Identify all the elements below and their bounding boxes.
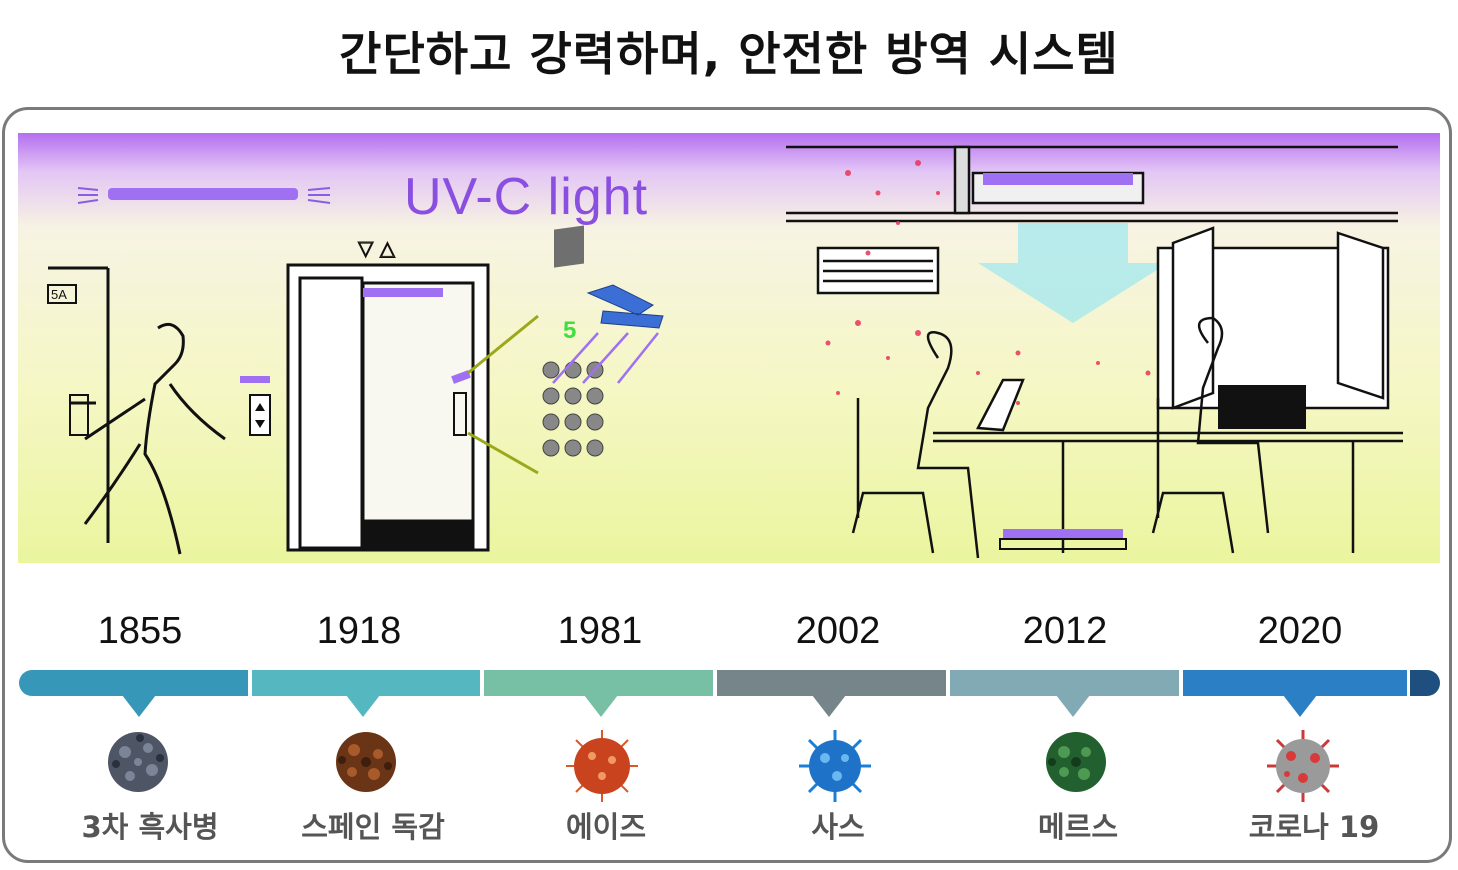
svg-text:▽ △: ▽ △ [358,236,396,260]
walking-person [83,322,226,555]
door-number: 5A [51,287,67,302]
gray-virus-icon [108,732,168,792]
uv-c-label: UV-C light [404,168,649,226]
disease-label-1981: 에이즈 [565,810,647,844]
window [1156,226,1390,410]
floor-number: 5 [563,317,576,344]
disease-label-1918: 스페인 독감 [301,810,445,844]
year-1918: 1918 [316,610,402,652]
timeline-pointer [346,695,380,717]
year-2002: 2002 [795,610,881,652]
blue-virus-icon [799,730,871,802]
elevator: ▽ △ [286,236,490,552]
disease-label-2012: 메르스 [1037,810,1119,844]
panel-uv-lamp [451,370,471,384]
year-2020: 2020 [1257,610,1343,652]
timeline-segment-1918 [252,670,480,696]
timeline-pointer [1283,695,1317,717]
timeline-pointer [584,695,618,717]
timeline-pointer [1056,695,1090,717]
office-desk [851,316,1403,559]
timeline-end-cap [1410,670,1440,696]
red-virus-icon [1267,730,1339,802]
timeline-segment-2002 [717,670,946,696]
office-ceiling [786,145,1398,295]
timeline-segment-2012 [950,670,1179,696]
uv-illustration: 5A ▽ △ 5 [18,133,1440,563]
timeline-pointer [122,695,156,717]
green-virus-icon [1046,732,1106,792]
laptop [1218,385,1306,429]
disease-label-2020: 코로나 19 [1248,810,1380,844]
scene-drawing: 5A ▽ △ 5 [47,145,1403,559]
year-1855: 1855 [97,610,183,652]
disease-label-2002: 사스 [811,810,865,844]
page-title: 간단하고 강력하며, 안전한 방역 시스템 [339,27,1119,81]
timeline-pointer [812,695,846,717]
timeline-segment-1855 [19,670,248,696]
floor-uv-lamp [1003,529,1123,539]
ceiling-uv-lamp-left [77,187,331,204]
elevator-uv-lamp [363,288,443,297]
airflow-arrow [978,223,1168,323]
duct-uv-lamp [983,173,1133,185]
timeline-segment-2020 [1183,670,1407,696]
apartment-door [47,266,110,543]
brown-virus-icon [336,732,396,792]
elevator-call-panel [240,376,271,436]
timeline-segment-1981 [484,670,713,696]
year-2012: 2012 [1022,610,1108,652]
orange-virus-icon [566,730,638,802]
keypad-panel: 5 [542,225,664,457]
disease-label-1855: 3차 흑사병 [81,810,219,844]
content-frame [2,107,1452,863]
year-1981: 1981 [557,610,643,652]
